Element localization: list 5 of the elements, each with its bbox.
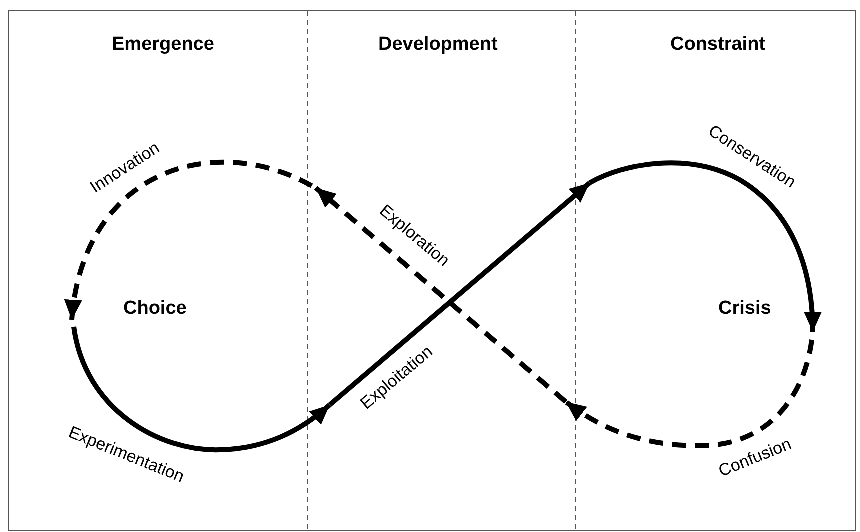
- column-heading: Development: [378, 34, 498, 56]
- column-heading: Constraint: [670, 34, 766, 56]
- state-label: Choice: [124, 298, 187, 320]
- column-heading: Emergence: [112, 34, 214, 56]
- state-label: Crisis: [718, 298, 772, 320]
